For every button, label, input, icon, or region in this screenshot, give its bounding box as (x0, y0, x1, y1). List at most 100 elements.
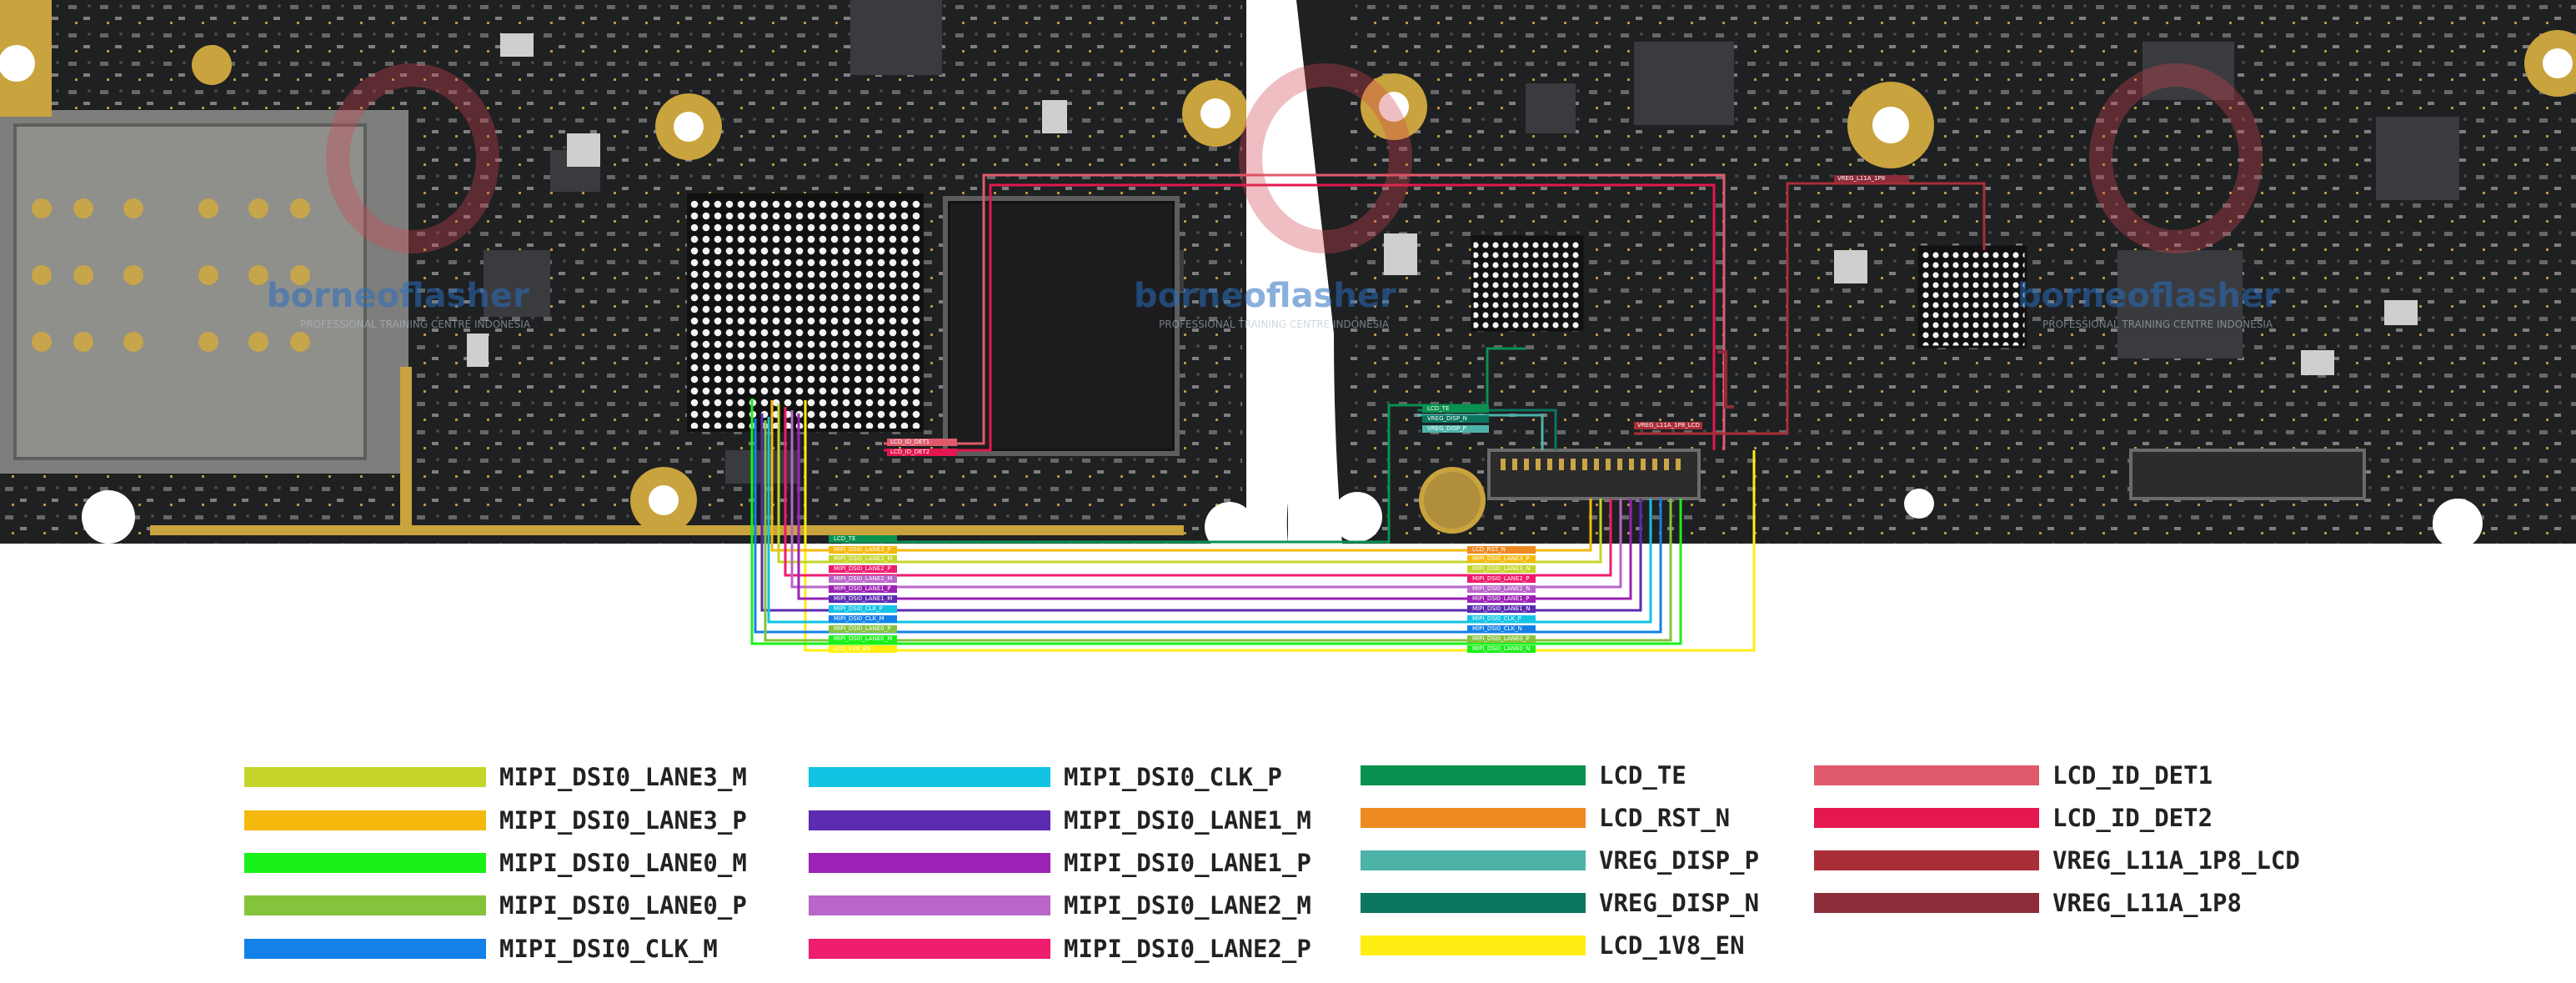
connector-pin-label: MIPI_DSI0_LANE2_N (1472, 585, 1531, 592)
legend-swatch (1361, 935, 1586, 955)
legend-swatch (244, 853, 486, 873)
watermark-logos (326, 63, 2263, 253)
soc-pin-label: MIPI_DSI0_LANE3_M (834, 555, 893, 562)
legend-swatch (1361, 893, 1586, 913)
legend-item: LCD_TE (1361, 759, 1686, 792)
legend-item: MIPI_DSI0_LANE3_P (244, 804, 747, 837)
legend-swatch (244, 939, 486, 959)
right-board (1296, 0, 2576, 549)
bga-soc-left (687, 193, 924, 432)
legend-item: MIPI_DSI0_LANE1_P (809, 846, 1311, 880)
legend-item: MIPI_DSI0_LANE1_M (809, 804, 1311, 837)
legend-label: VREG_L11A_1P8 (2052, 889, 2242, 917)
soc-pin-label: MIPI_DSI0_CLK_M (834, 615, 885, 622)
legend-swatch (1814, 765, 2039, 785)
legend-swatch (1814, 808, 2039, 828)
connector-pin-label: MIPI_DSI0_LANE0_N (1472, 645, 1531, 652)
legend-item: LCD_RST_N (1361, 801, 1730, 835)
legend-swatch (1361, 850, 1586, 870)
net-label: VREG_DISP_N (1427, 415, 1467, 422)
legend-swatch (1814, 893, 2039, 913)
legend-swatch (809, 810, 1050, 830)
net-label: VREG_L11A_1P8_LCD (1637, 422, 1700, 429)
connector-pin-label: MIPI_DSI0_CLK_N (1472, 625, 1522, 632)
legend-item: LCD_ID_DET2 (1814, 801, 2213, 835)
legend-label: VREG_DISP_N (1599, 889, 1760, 917)
legend-label: MIPI_DSI0_LANE0_M (499, 849, 747, 877)
connector-pin-label: MIPI_DSI0_LANE0_P (1472, 635, 1530, 642)
bga-pmic-1 (1471, 235, 1584, 332)
legend-swatch (809, 895, 1050, 915)
legend-swatch (809, 853, 1050, 873)
net-label: LCD_TE (1427, 405, 1450, 412)
legend-item: MIPI_DSI0_LANE3_M (244, 760, 747, 794)
legend-label: LCD_ID_DET2 (2052, 804, 2213, 832)
legend-label: MIPI_DSI0_CLK_P (1064, 763, 1282, 791)
bga-pmic-2 (1917, 245, 2027, 349)
legend-label: LCD_TE (1599, 761, 1686, 790)
watermark-brand-2: borneoflasher (1134, 277, 1396, 315)
legend-item: LCD_ID_DET1 (1814, 759, 2213, 792)
watermark-subtitle-1: PROFESSIONAL TRAINING CENTRE INDONESIA (300, 318, 531, 330)
legend-label: MIPI_DSI0_LANE2_M (1064, 891, 1311, 920)
legend-swatch (244, 895, 486, 915)
connector-pin-label: MIPI_DSI0_LANE1_P (1472, 595, 1530, 602)
legend-swatch (809, 939, 1050, 959)
net-label: VREG_L11A_1P8 (1837, 175, 1886, 182)
legend-label: MIPI_DSI0_LANE2_P (1064, 935, 1311, 963)
connector-pin-label: MIPI_DSI0_LANE3_N (1472, 565, 1531, 572)
legend-label: MIPI_DSI0_CLK_M (499, 935, 718, 963)
soc-pin-label: MIPI_DSI0_LANE0_P (834, 625, 891, 632)
soc-pin-label: MIPI_DSI0_LANE2_M (834, 575, 893, 582)
net-label: LCD_ID_DET1 (890, 439, 930, 445)
connector-pin-label: MIPI_DSI0_CLK_P (1472, 615, 1521, 622)
legend-swatch (244, 810, 486, 830)
legend-item: VREG_DISP_N (1361, 886, 1759, 920)
soc-pin-label: LCD_TE (834, 535, 856, 542)
legend-label: LCD_ID_DET1 (2052, 761, 2213, 790)
legend-label: VREG_DISP_P (1599, 846, 1760, 875)
legend-label: LCD_RST_N (1599, 804, 1731, 832)
connector-pin-label: MIPI_DSI0_LANE3_P (1472, 555, 1530, 562)
left-label-stack (829, 535, 897, 653)
right-label-stack (1467, 546, 1536, 653)
legend-swatch (244, 767, 486, 787)
legend-label: MIPI_DSI0_LANE3_M (499, 763, 747, 791)
legend-item: VREG_L11A_1P8_LCD (1814, 844, 2300, 877)
soc-pin-label: MIPI_DSI0_LANE1_P (834, 585, 891, 592)
legend-item: MIPI_DSI0_LANE0_M (244, 846, 747, 880)
watermark-brand-3: borneoflasher (2017, 277, 2280, 315)
legend-swatch (1361, 808, 1586, 828)
soc-pin-label: MIPI_DSI0_LANE3_P (834, 546, 891, 553)
legend-label: MIPI_DSI0_LANE1_M (1064, 806, 1311, 835)
connector-pin-label: MIPI_DSI0_LANE1_N (1472, 605, 1531, 612)
connector-pin-label: MIPI_DSI0_LANE2_P (1472, 575, 1530, 582)
legend-item: VREG_L11A_1P8 (1814, 886, 2242, 920)
soc-pin-label: MIPI_DSI0_LANE2_P (834, 565, 891, 572)
legend-label: VREG_L11A_1P8_LCD (2052, 846, 2300, 875)
net-label: LCD_ID_DET2 (890, 449, 930, 455)
misc-label-boxes (887, 175, 1909, 456)
legend-item: MIPI_DSI0_CLK_M (244, 932, 718, 965)
connector-pin-label: LCD_RST_N (1472, 546, 1506, 553)
watermark-brand-1: borneoflasher (267, 277, 529, 315)
legend-label: MIPI_DSI0_LANE3_P (499, 806, 747, 835)
legend-label: MIPI_DSI0_LANE1_P (1064, 849, 1311, 877)
soc-pin-label: MIPI_DSI0_LANE0_M (834, 635, 893, 642)
lcd-connector (1487, 449, 1701, 500)
legend-swatch (809, 767, 1050, 787)
legend-label: MIPI_DSI0_LANE0_P (499, 891, 747, 920)
legend-item: LCD_1V8_EN (1361, 929, 1745, 962)
legend-item: MIPI_DSI0_LANE2_P (809, 932, 1311, 965)
soc-pin-label: MIPI_DSI0_CLK_P (834, 605, 883, 612)
legend-swatch (1814, 850, 2039, 870)
legend-swatch (1361, 765, 1586, 785)
soc-pin-label: MIPI_DSI0_LANE1_M (834, 595, 893, 602)
soc-pin-label: LCD_1V8_EN (834, 645, 871, 652)
legend-label: LCD_1V8_EN (1599, 931, 1745, 960)
legend-item: MIPI_DSI0_LANE0_P (244, 889, 747, 922)
board-connector-right (2129, 449, 2366, 500)
net-label: VREG_DISP_P (1427, 425, 1466, 432)
legend-item: VREG_DISP_P (1361, 844, 1759, 877)
legend-item: MIPI_DSI0_CLK_P (809, 760, 1282, 794)
